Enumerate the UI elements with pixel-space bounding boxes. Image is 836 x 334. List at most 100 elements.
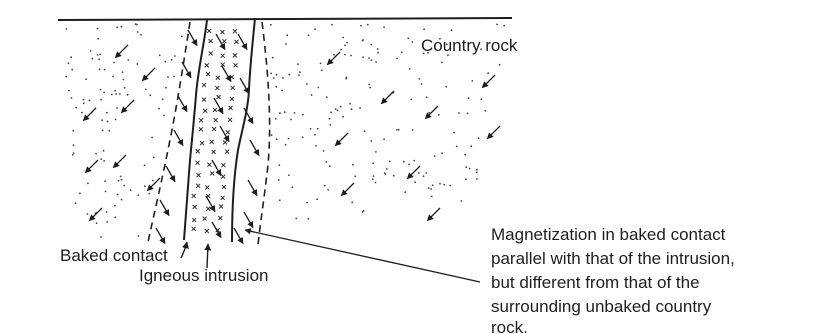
stipple-dot: [98, 58, 100, 60]
note-line: rock.: [491, 318, 528, 334]
stipple-dot: [123, 87, 126, 89]
country-rock-arrow: [481, 74, 496, 89]
country-rock-arrow: [334, 132, 349, 147]
stipple-dot: [297, 63, 299, 66]
stipple-dot: [437, 113, 440, 116]
stipple-dot: [71, 68, 74, 71]
stipple-dot: [388, 160, 391, 163]
cross-mark: [221, 184, 227, 190]
stipple-dot: [344, 44, 346, 47]
stipple-dot: [89, 50, 92, 52]
baked-contact-magnetization-arrows: [155, 29, 260, 245]
stipple-dot: [270, 134, 273, 137]
stipple-dot: [101, 129, 104, 132]
stipple-dot: [101, 119, 103, 122]
stipple-dot: [72, 129, 75, 132]
stipple-dot: [328, 165, 331, 168]
stipple-dot: [417, 172, 420, 174]
stipple-dot: [114, 204, 116, 207]
stipple-dot: [370, 140, 373, 142]
stipple-dot: [375, 61, 377, 63]
ground-surface-line: [57, 17, 513, 21]
stipple-dot: [100, 98, 102, 101]
stipple-dot: [374, 181, 377, 184]
cross-mark: [206, 28, 212, 34]
contact-arrow: [211, 221, 222, 239]
stipple-dot: [82, 102, 85, 105]
stipple-dot: [354, 175, 357, 178]
stipple-dot: [408, 68, 411, 70]
stipple-dot: [464, 153, 467, 156]
stipple-dot: [361, 211, 364, 213]
stipple-dot: [467, 97, 470, 99]
stipple-dot: [396, 57, 398, 60]
stipple-dot: [287, 137, 290, 140]
stipple-dot: [104, 180, 106, 183]
stipple-dot: [302, 113, 304, 116]
baked-contact-right-boundary: [257, 21, 271, 246]
stipple-dot: [345, 77, 348, 80]
stipple-dot: [351, 201, 354, 204]
baked-contact-label: Baked contact: [60, 246, 168, 265]
contact-arrow: [239, 77, 250, 95]
cross-mark: [232, 29, 238, 34]
stipple-dot: [99, 53, 101, 56]
stipple-dot: [366, 23, 369, 26]
stipple-dot: [273, 77, 275, 79]
country-rock-arrow: [146, 177, 161, 192]
stipple-dot: [418, 78, 421, 80]
stipple-dot: [97, 37, 99, 40]
country-rock-arrow: [112, 154, 127, 169]
cross-mark: [227, 117, 233, 123]
stipple-dot: [86, 213, 89, 215]
contact-arrow: [249, 139, 260, 157]
stipple-dot: [293, 112, 296, 114]
stipple-dot: [480, 48, 483, 51]
stipple-dot: [427, 187, 430, 190]
cross-mark: [222, 140, 228, 145]
stipple-dot: [106, 120, 109, 123]
stipple-dot: [129, 189, 132, 192]
stipple-dot: [165, 86, 167, 89]
stipple-dot: [372, 175, 375, 178]
stipple-dot: [309, 127, 312, 130]
stipple-dot: [345, 76, 348, 79]
stipple-dot: [441, 152, 444, 155]
stipple-dot: [346, 41, 348, 44]
stipple-dot: [475, 171, 478, 174]
stipple-dot: [95, 222, 98, 225]
stipple-dot: [344, 53, 346, 56]
stipple-dot: [158, 107, 160, 110]
cross-mark: [198, 127, 204, 132]
stipple-dot: [161, 98, 164, 101]
contact-arrow: [243, 211, 254, 229]
contact-arrow: [181, 61, 192, 79]
stipple-dot: [95, 152, 97, 155]
stipple-dot: [270, 23, 272, 26]
stipple-dot: [114, 118, 117, 121]
stipple-dot: [275, 85, 278, 88]
stipple-dot: [430, 195, 433, 198]
country-rock-magnetization-arrows: [82, 44, 501, 222]
stipple-dot: [325, 96, 328, 98]
stipple-dot: [306, 201, 308, 204]
stipple-dot: [298, 74, 300, 77]
stipple-dot: [281, 89, 283, 92]
cross-mark: [232, 53, 238, 58]
contact-arrow: [173, 129, 184, 147]
cross-mark: [191, 193, 197, 199]
country-rock-arrow: [84, 159, 99, 174]
stipple-dot: [307, 217, 310, 220]
stipple-dot: [453, 131, 455, 134]
stipple-dot: [334, 108, 337, 110]
stipple-dot: [496, 23, 498, 26]
stipple-dot: [102, 149, 105, 152]
country-rock-arrow: [120, 99, 135, 114]
cross-mark: [211, 126, 217, 132]
cross-mark: [220, 174, 226, 179]
stipple-dot: [275, 138, 278, 141]
stipple-dot: [288, 73, 291, 76]
stipple-dot: [106, 111, 108, 114]
stipple-dot: [74, 202, 77, 205]
stipple-dot: [103, 160, 105, 162]
